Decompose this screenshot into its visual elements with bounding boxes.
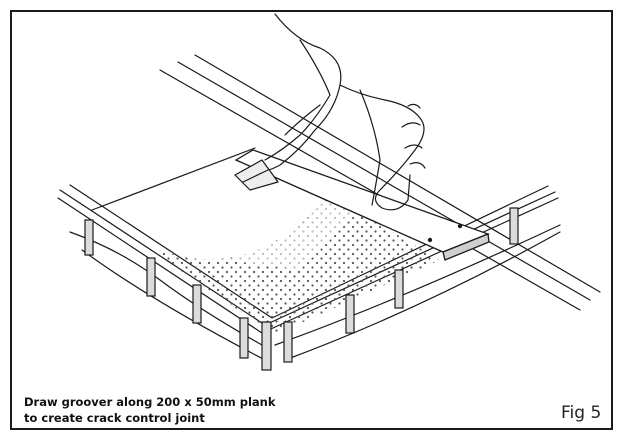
caption-line-1: Draw groover along 200 x 50mm plank bbox=[24, 395, 276, 409]
hand-with-groover-icon bbox=[234, 13, 426, 211]
back-rail-2 bbox=[177, 61, 591, 301]
formwork-post bbox=[192, 284, 202, 324]
back-rail-3 bbox=[194, 54, 601, 293]
formwork-side-left bbox=[69, 231, 263, 346]
formwork-post bbox=[239, 317, 249, 359]
slab-far-edge bbox=[91, 147, 256, 211]
formwork-post bbox=[394, 269, 404, 309]
back-rail-1 bbox=[159, 69, 581, 311]
formwork-side-right bbox=[274, 224, 561, 346]
figure-label: Fig 5 bbox=[561, 403, 602, 423]
formwork-post bbox=[84, 219, 94, 256]
figure-caption: Draw groover along 200 x 50mm plank to c… bbox=[24, 394, 275, 426]
formwork-ground-right bbox=[284, 231, 561, 361]
formwork-post bbox=[509, 207, 519, 245]
formwork-post bbox=[261, 321, 272, 371]
formwork-post bbox=[345, 294, 355, 334]
formwork-post bbox=[146, 257, 156, 297]
formwork-ground-left bbox=[81, 249, 266, 361]
plank bbox=[234, 149, 490, 261]
caption-line-2: to create crack control joint bbox=[24, 411, 205, 425]
formwork-post bbox=[283, 321, 293, 363]
